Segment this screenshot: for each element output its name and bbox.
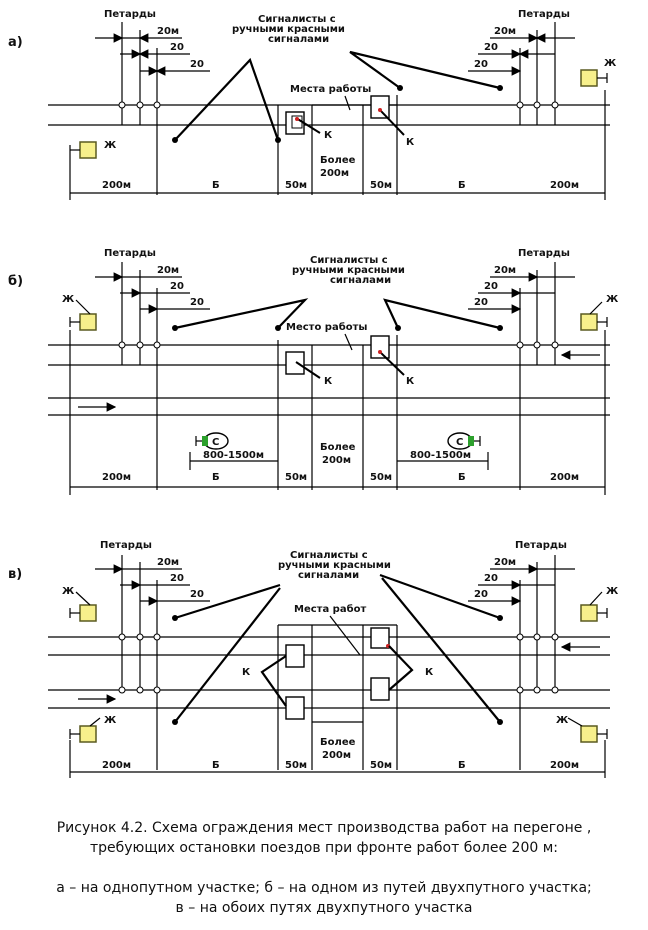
k-left-label: К: [324, 376, 333, 387]
shield-zh-bottom-right: [580, 725, 598, 743]
dim-200-right: 200м: [550, 760, 579, 771]
zh-right-label: Ж: [606, 294, 619, 305]
k-left-label: К: [324, 130, 333, 141]
dim-50-left: 50м: [285, 472, 307, 483]
shield-zh-top-right: [580, 604, 598, 622]
dim-b-right: Б: [458, 472, 466, 483]
work-place-label: Места работы: [290, 83, 371, 95]
dist-20-right-1: 20: [484, 281, 498, 292]
s-marker-right: С: [447, 432, 481, 450]
svg-text:С: С: [456, 437, 463, 448]
zh-bottom-left-label: Ж: [104, 715, 117, 726]
dim-200-right: 200м: [550, 180, 579, 191]
range-left: 800-1500м: [203, 450, 264, 461]
dim-b-left: Б: [212, 180, 220, 191]
dist-20-left-1: 20: [170, 573, 184, 584]
shield-k-right-top: [370, 627, 390, 649]
caption-line-3: а – на однопутном участке; б – на одном …: [56, 880, 592, 896]
shield-zh-right: [580, 69, 598, 87]
zh-left-label: Ж: [62, 294, 75, 305]
dist-20-left-1: 20: [170, 281, 184, 292]
shield-k-left-top: [285, 644, 305, 668]
panel-a-label: а): [8, 35, 23, 50]
petardy-left-label: Петарды: [104, 9, 156, 20]
dist-20-right-2: 20: [474, 589, 488, 600]
dim-b-left: Б: [212, 760, 220, 771]
dim-200-right: 200м: [550, 472, 579, 483]
dist-20-right-1: 20: [484, 573, 498, 584]
panel-v-label: в): [8, 567, 22, 582]
dim-more: Более 200м: [320, 737, 359, 761]
shield-k-left: [285, 351, 305, 375]
dim-b-right: Б: [458, 180, 466, 191]
shield-k-left-bottom: [285, 696, 305, 720]
k-right-label: К: [406, 376, 415, 387]
signalmen-label: Сигналисты с ручными красными сигналами: [292, 255, 408, 286]
zh-top-right-label: Ж: [606, 586, 619, 597]
dist-20m-left: 20м: [157, 557, 179, 568]
caption-line-4: в – на обоих путях двухпутного участка: [176, 900, 473, 916]
dist-20m-left: 20м: [157, 26, 179, 37]
svg-text:С: С: [212, 437, 219, 448]
caption-line-2: требующих остановки поездов при фронте р…: [90, 840, 558, 856]
s-marker-left: С: [195, 432, 229, 450]
work-place-label: Место работы: [286, 321, 367, 333]
petardy-left-label: Петарды: [104, 248, 156, 259]
dist-20-right-2: 20: [474, 297, 488, 308]
shield-k-left: [285, 111, 305, 135]
dist-20m-right: 20м: [494, 265, 516, 276]
dist-20m-right: 20м: [494, 557, 516, 568]
petardy-right-label: Петарды: [518, 248, 570, 259]
zh-top-left-label: Ж: [62, 586, 75, 597]
shield-k-right: [370, 335, 390, 359]
dim-50-right: 50м: [370, 760, 392, 771]
dim-200-left: 200м: [102, 760, 131, 771]
dim-50-left: 50м: [285, 180, 307, 191]
dist-20m-right: 20м: [494, 26, 516, 37]
zh-right-label: Ж: [604, 58, 617, 69]
shield-zh-top-left: [79, 604, 97, 622]
shield-zh-left: [79, 313, 97, 331]
petardy-left-label: Петарды: [100, 540, 152, 551]
dim-b-right: Б: [458, 760, 466, 771]
shield-zh-bottom-left: [79, 725, 97, 743]
zh-bottom-right-label: Ж: [556, 715, 569, 726]
dist-20-left-2: 20: [190, 589, 204, 600]
dim-b-left: Б: [212, 472, 220, 483]
dim-more: Более 200м: [320, 155, 359, 179]
dim-200-left: 200м: [102, 180, 131, 191]
dim-200-left: 200м: [102, 472, 131, 483]
dim-more: Более 200м: [320, 442, 359, 466]
dist-20-left-1: 20: [170, 42, 184, 53]
shield-k-right-bottom: [370, 677, 390, 701]
shield-zh-right: [580, 313, 598, 331]
dim-50-right: 50м: [370, 180, 392, 191]
figure-caption: Рисунок 4.2. Схема ограждения мест произ…: [56, 820, 592, 916]
dim-50-left: 50м: [285, 760, 307, 771]
shield-k-right: [370, 95, 390, 119]
caption-line-1: Рисунок 4.2. Схема ограждения мест произ…: [57, 820, 592, 836]
zh-left-label: Ж: [104, 140, 117, 151]
dist-20-left-2: 20: [190, 297, 204, 308]
k-right-label: К: [425, 667, 434, 678]
k-left-label: К: [242, 667, 251, 678]
panel-a: а) Петарды Петарды 20м 20 20 20м 20 20: [8, 9, 617, 200]
dist-20-right-2: 20: [474, 59, 488, 70]
k-right-label: К: [406, 137, 415, 148]
shield-zh-left: [79, 141, 97, 159]
dim-50-right: 50м: [370, 472, 392, 483]
work-place-label: Места работ: [294, 603, 366, 615]
range-right: 800-1500м: [410, 450, 471, 461]
panel-b: б) Петарды Петарды 20м 20 20 20м 20 20 С…: [8, 248, 619, 495]
panel-v: в) Петарды Петарды 20м 20 20 20м 20 20 С…: [8, 540, 619, 778]
dist-20-right-1: 20: [484, 42, 498, 53]
panel-b-label: б): [8, 274, 23, 289]
petardy-right-label: Петарды: [515, 540, 567, 551]
dist-20m-left: 20м: [157, 265, 179, 276]
signalmen-label: Сигналисты с ручными красными сигналами: [278, 550, 394, 581]
petardy-right-label: Петарды: [518, 9, 570, 20]
signalmen-label: Сигналисты с ручными красными сигналами: [232, 14, 348, 45]
dist-20-left-2: 20: [190, 59, 204, 70]
